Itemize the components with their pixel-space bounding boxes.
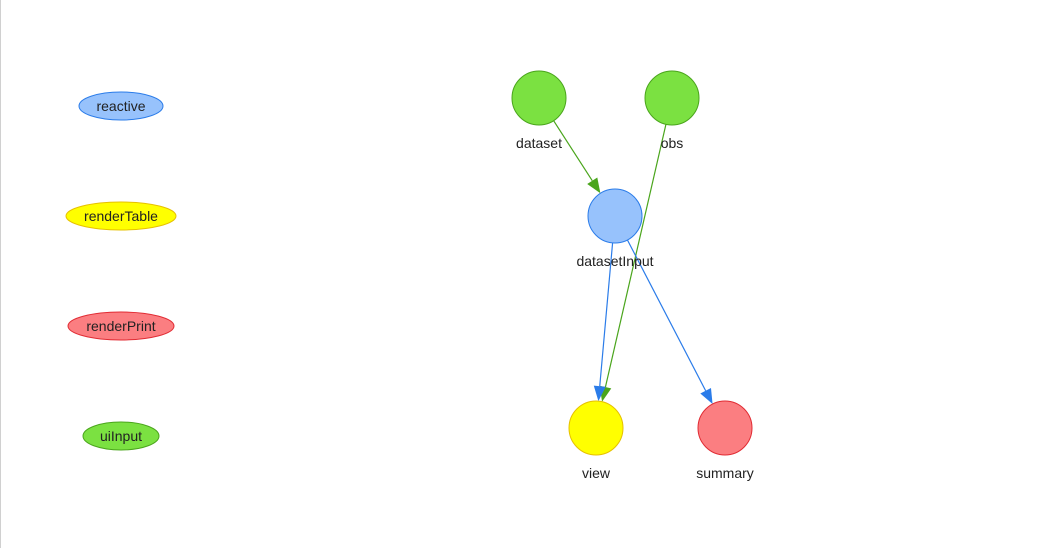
legend: reactive renderTable renderPrint uiInput [65, 91, 177, 451]
edge-dataset-to-datasetInput[interactable] [553, 120, 601, 194]
node-label: dataset [516, 135, 562, 151]
legend-label: renderPrint [86, 318, 155, 334]
legend-ellipse [65, 201, 177, 231]
node-circle[interactable] [587, 188, 643, 244]
node-datasetInput[interactable]: datasetInput [576, 188, 654, 269]
edge-line [599, 242, 614, 387]
node-label: obs [661, 135, 684, 151]
node-summary[interactable]: summary [696, 400, 754, 481]
legend-item-renderTable[interactable]: renderTable [65, 201, 177, 231]
legend-label: reactive [96, 98, 145, 114]
node-circle[interactable] [697, 400, 753, 456]
nodes-layer: dataset obs datasetInput view summary [511, 70, 754, 481]
arrow-head-icon [593, 385, 606, 402]
edges-layer [553, 120, 713, 405]
node-label: view [582, 465, 611, 481]
node-circle[interactable] [644, 70, 700, 126]
legend-item-renderPrint[interactable]: renderPrint [67, 311, 175, 341]
legend-ellipse [82, 421, 160, 451]
edge-datasetInput-to-view[interactable] [593, 242, 614, 402]
legend-ellipse [78, 91, 164, 121]
edge-line [626, 239, 707, 391]
node-circle[interactable] [568, 400, 624, 456]
arrow-head-icon [700, 387, 713, 405]
node-obs[interactable]: obs [644, 70, 700, 151]
node-label: datasetInput [576, 253, 653, 269]
node-dataset[interactable]: dataset [511, 70, 567, 151]
edge-line [553, 120, 593, 182]
arrow-head-icon [587, 177, 601, 194]
legend-item-reactive[interactable]: reactive [78, 91, 164, 121]
node-circle[interactable] [511, 70, 567, 126]
legend-ellipse [67, 311, 175, 341]
node-view[interactable]: view [568, 400, 624, 481]
legend-item-uiInput[interactable]: uiInput [82, 421, 160, 451]
edge-datasetInput-to-summary[interactable] [626, 239, 713, 405]
node-label: summary [696, 465, 754, 481]
legend-label: renderTable [84, 208, 158, 224]
legend-label: uiInput [100, 428, 142, 444]
